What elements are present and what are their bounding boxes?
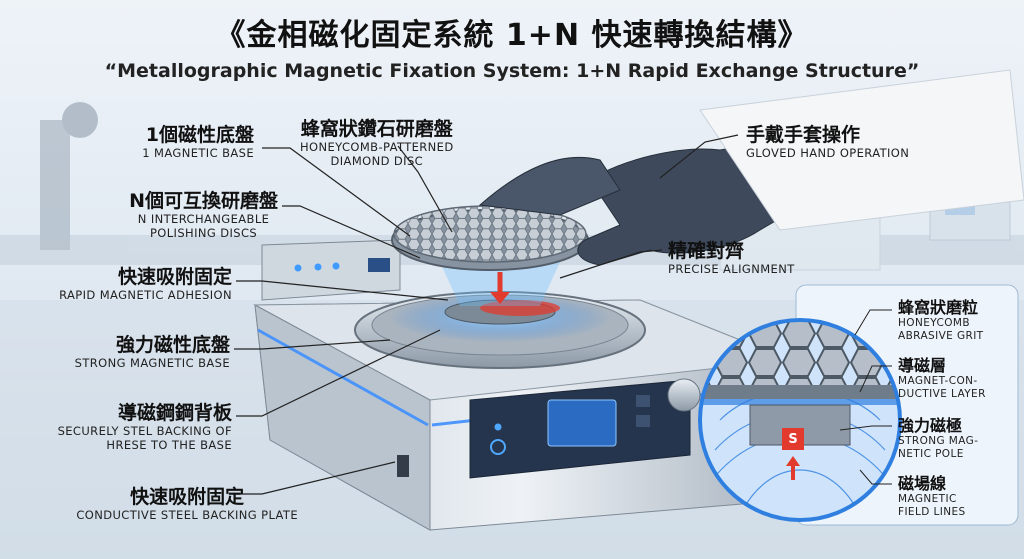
gloved-hand bbox=[478, 69, 1024, 266]
magnetic-base-plate bbox=[354, 291, 646, 369]
label-gloved-hand: 手戴手套操作 GLOVED HAND OPERATION bbox=[746, 124, 910, 160]
inset-label-magnetic-pole: 強力磁極 STRONG MAG- NETIC POLE bbox=[898, 416, 979, 460]
polisher-machine bbox=[253, 239, 791, 531]
title-chinese: 《金相磁化固定系統 1+N 快速轉換結構》 bbox=[215, 18, 809, 53]
alignment-beam bbox=[440, 262, 560, 306]
label-magnetic-base: 1個磁性底盤 1 MAGNETIC BASE bbox=[142, 124, 254, 160]
label-strong-magnetic-base: 強力磁性底盤 STRONG MAGNETIC BASE bbox=[74, 334, 230, 370]
label-conductive-plate: 快速吸附固定 CONDUCTIVE STEEL BACKING PLATE bbox=[76, 486, 298, 522]
callout-lines bbox=[234, 134, 739, 495]
label-interchangeable-discs: N個可互換研磨盤 N INTERCHANGEABLE POLISHING DIS… bbox=[129, 190, 278, 240]
title-english: “Metallographic Magnetic Fixation System… bbox=[104, 60, 920, 82]
label-honeycomb-disc: 蜂窩狀鑽石研磨盤 HONEYCOMB-PATTERNED DIAMOND DIS… bbox=[300, 118, 454, 168]
magnified-inset bbox=[698, 284, 1019, 526]
honeycomb-diamond-disc bbox=[391, 205, 589, 271]
label-precise-alignment: 精確對齊 PRECISE ALIGNMENT bbox=[668, 240, 795, 276]
pole-letter: S bbox=[788, 432, 798, 447]
inset-label-field-lines: 磁場線 MAGNETIC FIELD LINES bbox=[898, 474, 966, 518]
label-rapid-adhesion: 快速吸附固定 RAPID MAGNETIC ADHESION bbox=[59, 266, 232, 302]
inset-label-conductive-layer: 導磁層 MAGNET-CON- DUCTIVE LAYER bbox=[898, 356, 986, 400]
inset-label-grit: 蜂窩狀磨粒 HONEYCOMB ABRASIVE GRIT bbox=[898, 298, 984, 342]
label-steel-backing: 導磁鋼鋼背板 SECURELY STEL BACKING OF HRESE TO… bbox=[57, 402, 232, 452]
